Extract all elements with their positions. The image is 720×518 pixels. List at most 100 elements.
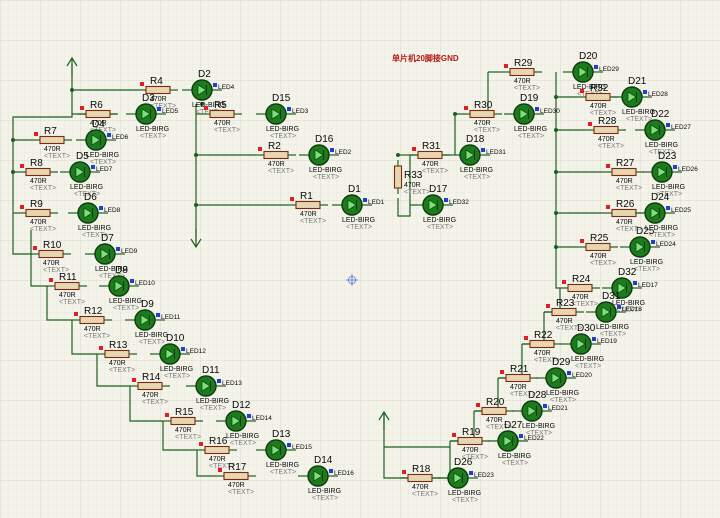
resistor-value: 470R bbox=[228, 482, 245, 489]
resistor-ref: R12 bbox=[84, 306, 103, 317]
resistor-text: <TEXT> bbox=[616, 185, 642, 192]
ground-icon[interactable] bbox=[378, 410, 390, 430]
led-ref: D18 bbox=[466, 134, 485, 145]
resistor-ref: R14 bbox=[142, 372, 161, 383]
led-ref: D26 bbox=[454, 457, 473, 468]
pin-marker bbox=[606, 164, 610, 168]
net-label-led10: LED10 bbox=[135, 280, 155, 287]
pin-marker bbox=[562, 280, 566, 284]
led-model: LED-BIRG bbox=[596, 324, 629, 331]
led-ref: D28 bbox=[528, 390, 547, 401]
led-ref: D14 bbox=[314, 455, 333, 466]
led-model: LED-BIRG bbox=[460, 167, 493, 174]
led-model: LED-BIRG bbox=[612, 300, 645, 307]
net-label-led8: LED8 bbox=[104, 207, 121, 214]
led-model: LED-BIRG bbox=[109, 298, 142, 305]
net-label-led1: LED1 bbox=[368, 199, 385, 206]
resistor-value: 470R bbox=[43, 260, 60, 267]
ground-icon[interactable] bbox=[66, 56, 78, 76]
led-model: LED-BIRG bbox=[308, 488, 341, 495]
led-text: <TEXT> bbox=[464, 174, 490, 181]
wire bbox=[397, 155, 411, 217]
pin-marker bbox=[290, 197, 294, 201]
pin-marker bbox=[651, 240, 655, 244]
net-label-led14: LED14 bbox=[252, 415, 272, 422]
resistor-text: <TEXT> bbox=[534, 357, 560, 364]
resistor-text: <TEXT> bbox=[300, 218, 326, 225]
labels-layer bbox=[20, 64, 677, 475]
led-ref: D16 bbox=[315, 134, 334, 145]
led-model: LED-BIRG bbox=[498, 453, 531, 460]
pin-marker bbox=[49, 278, 53, 282]
resistor-value: 470R bbox=[59, 292, 76, 299]
net-label-led6: LED6 bbox=[112, 134, 129, 141]
pin-marker bbox=[33, 246, 37, 250]
wire bbox=[129, 386, 163, 422]
resistor-text: <TEXT> bbox=[175, 434, 201, 441]
ground-icon[interactable] bbox=[190, 229, 202, 249]
